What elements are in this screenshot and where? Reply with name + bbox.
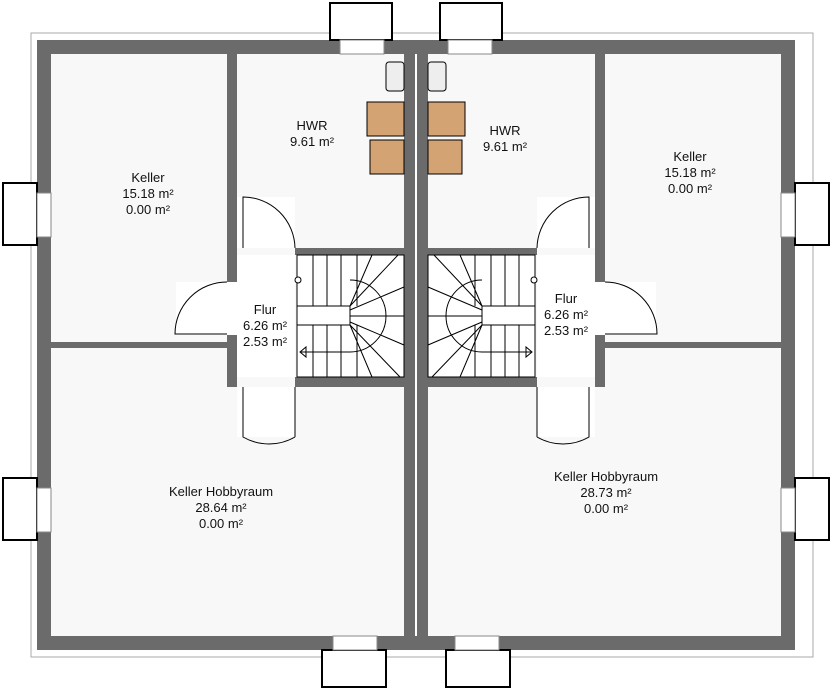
room-label-flur-left: Flur6.26 m²2.53 m² [242, 302, 288, 349]
room-label-hobbyraum-left: Keller Hobbyraum28.64 m²0.00 m² [168, 484, 274, 531]
room-label-hwr-right: HWR9.61 m² [482, 123, 528, 154]
room-label-hobbyraum-right: Keller Hobbyraum28.73 m²0.00 m² [553, 469, 659, 516]
room-label-hwr-left: HWR9.61 m² [289, 118, 335, 149]
room-label-keller-right: Keller15.18 m²0.00 m² [664, 149, 716, 196]
room-label-flur-right: Flur6.26 m²2.53 m² [543, 291, 589, 338]
room-label-keller-left: Keller15.18 m²0.00 m² [122, 170, 174, 217]
